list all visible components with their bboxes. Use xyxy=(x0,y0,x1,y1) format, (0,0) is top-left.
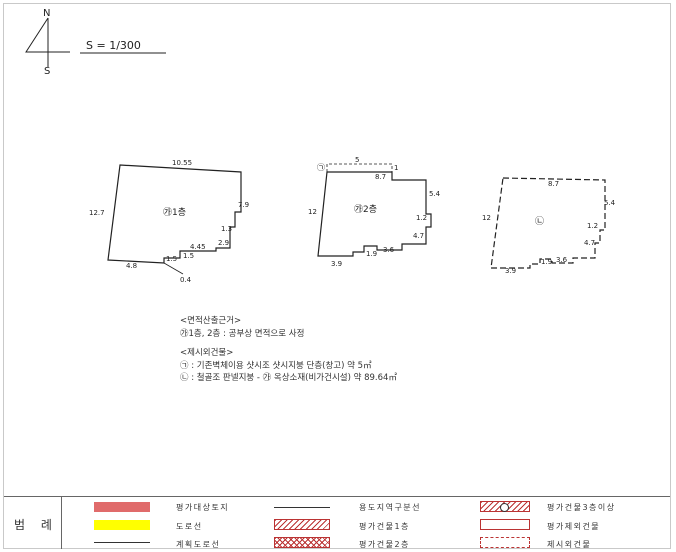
dim-c-b2: 1.9 xyxy=(541,258,552,266)
swatch-excluded-building xyxy=(480,519,530,530)
notes-extra-1: ㉠ : 기존벽체이용 샷시조 샷시지붕 단층(창고) 약 5㎡ xyxy=(180,360,372,371)
plan-b-label: ㉮2층 xyxy=(354,204,377,215)
plan-c-marker: ㉡ xyxy=(535,216,544,227)
dim-a-step1: 1.3 xyxy=(221,225,232,233)
dim-b-b2: 1.9 xyxy=(366,250,377,258)
legend-label-building-2f: 평가건물2층 xyxy=(359,540,410,549)
legend-label-building-1f: 평가건물1층 xyxy=(359,522,410,531)
dim-b-left: 12 xyxy=(308,208,317,216)
dim-a-right: 7.9 xyxy=(238,201,249,209)
page-frame xyxy=(3,3,671,549)
swatch-zoning-line xyxy=(274,507,330,508)
plan-b-annex-outline xyxy=(326,163,393,172)
dim-a-lead: 0.4 xyxy=(180,276,192,284)
dim-b-right: 5.4 xyxy=(429,190,441,198)
swatch-building-1f xyxy=(274,519,330,530)
plan-a-label: ㉮1층 xyxy=(163,207,186,218)
swatch-road-line xyxy=(94,520,150,530)
dim-a-bottom: 4.8 xyxy=(126,262,137,270)
legend-label-extra-building: 제시외건물 xyxy=(547,540,592,549)
dim-b-b3: 3.9 xyxy=(331,260,342,268)
plan-b-outline xyxy=(317,171,432,257)
dim-a-step3: 4.45 xyxy=(190,243,206,251)
notes-extra-2: ㉡ : 철골조 판넬지붕 - ㉮ 옥상소재(비가건시설) 약 89.64㎡ xyxy=(180,373,397,383)
dim-c-r2: 4.7 xyxy=(584,239,595,247)
legend-label-planned-road: 계획도로선 xyxy=(176,540,221,549)
dim-b-topa: 1 xyxy=(394,164,398,172)
scale-label: S = 1/300 xyxy=(86,39,141,52)
dim-c-b1: 3.6 xyxy=(556,256,568,264)
plan-b-marker: ㉠ xyxy=(317,163,325,172)
legend-label-excluded-building: 평가제외건물 xyxy=(547,522,601,531)
dim-b-topb: 8.7 xyxy=(375,173,386,181)
legend: 범 례 평가대상토지 용도지역구분선 평가건물3층이상 도로선 평가건물1층 평… xyxy=(4,496,670,549)
swatch-building-2f xyxy=(274,537,330,548)
dim-b-r2: 4.7 xyxy=(413,232,424,240)
legend-label-zoning-line: 용도지역구분선 xyxy=(359,503,422,512)
legend-label-building-3f: 평가건물3층이상 xyxy=(547,503,616,512)
dim-c-r1: 1.2 xyxy=(587,222,598,230)
notes-area-basis: ㉮1층, 2층 : 공부상 면적으로 사정 xyxy=(180,328,305,339)
notes-heading-area: <면적산출근거> xyxy=(180,316,242,326)
legend-label-target-land: 평가대상토지 xyxy=(176,503,230,512)
area-notes: <면적산출근거> ㉮1층, 2층 : 공부상 면적으로 사정 <제시외건물> ㉠… xyxy=(180,315,397,385)
swatch-planned-road xyxy=(94,542,150,543)
dim-a-step2: 2.9 xyxy=(218,239,229,247)
floor-plan-drawing: N S S = 1/300 10.55 12.7 7.9 1.3 2.9 4.4… xyxy=(25,8,616,284)
plan-a-lead-line xyxy=(163,262,184,275)
dim-b-b1: 3.6 xyxy=(383,246,395,254)
dim-b-r1: 1.2 xyxy=(416,214,427,222)
north-label: N xyxy=(43,8,50,19)
notes-heading-extra: <제시외건물> xyxy=(180,348,234,358)
north-arrow xyxy=(25,17,70,67)
swatch-building-3f xyxy=(480,501,530,512)
dim-a-left: 12.7 xyxy=(89,209,105,217)
plan-a-outline xyxy=(107,164,242,264)
south-label: S xyxy=(44,66,50,77)
legend-label-road-line: 도로선 xyxy=(176,522,203,531)
dim-c-left: 12 xyxy=(482,214,491,222)
dim-b-top: 5 xyxy=(355,156,359,164)
dim-a-step4: 1.5 xyxy=(183,252,194,260)
dim-c-top: 8.7 xyxy=(548,180,559,188)
dim-a-top: 10.55 xyxy=(172,159,192,167)
swatch-target-land xyxy=(94,502,150,512)
plan-c-outline xyxy=(490,177,606,269)
dim-c-right: 5.4 xyxy=(604,199,616,207)
swatch-extra-building xyxy=(480,537,530,548)
dim-a-step5: 1.5 xyxy=(166,255,177,263)
legend-title: 범 례 xyxy=(14,518,58,532)
dim-c-b3: 3.9 xyxy=(505,267,516,275)
